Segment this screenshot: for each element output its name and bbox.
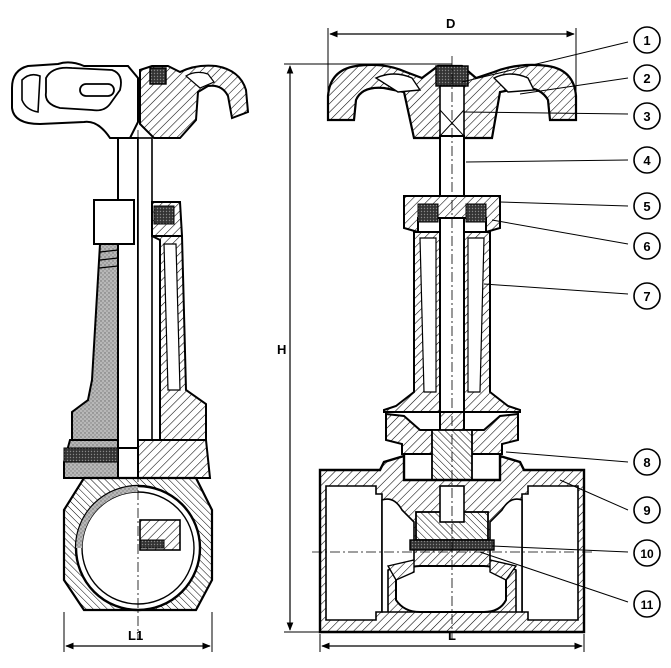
callout-2: 2 <box>633 64 661 92</box>
dim-l-label: L <box>448 628 456 643</box>
svg-text:2: 2 <box>643 71 650 86</box>
svg-text:7: 7 <box>643 289 650 304</box>
dim-h-label: H <box>277 342 286 357</box>
callout-6: 6 <box>633 232 661 260</box>
dim-d-label: D <box>446 16 455 31</box>
dim-l1-label: L1 <box>128 628 143 643</box>
callout-8: 8 <box>633 448 661 476</box>
svg-text:1: 1 <box>643 33 650 48</box>
side-bonnet-nut <box>93 199 135 245</box>
side-view: L1 <box>11 61 250 652</box>
svg-text:5: 5 <box>643 199 650 214</box>
svg-text:8: 8 <box>643 455 650 470</box>
callout-10: 10 <box>633 539 661 567</box>
callouts: 1 2 3 4 5 6 7 8 <box>633 26 661 618</box>
front-bonnet <box>383 231 521 471</box>
svg-text:9: 9 <box>643 503 650 518</box>
svg-text:4: 4 <box>643 153 651 168</box>
callout-7: 7 <box>633 282 661 310</box>
callout-leaders <box>461 41 629 603</box>
svg-text:6: 6 <box>643 239 650 254</box>
side-handwheel <box>11 61 250 139</box>
callout-3: 3 <box>633 102 661 130</box>
svg-text:11: 11 <box>641 598 654 612</box>
callout-1: 1 <box>633 26 661 54</box>
side-stem <box>117 137 139 449</box>
callout-4: 4 <box>633 146 661 174</box>
callout-9: 9 <box>633 496 661 524</box>
callout-11: 11 <box>633 590 661 618</box>
svg-text:10: 10 <box>640 547 654 561</box>
side-bonnet <box>71 243 119 441</box>
front-view: D H L <box>277 16 592 652</box>
callout-5: 5 <box>633 192 661 220</box>
svg-text:3: 3 <box>643 109 650 124</box>
